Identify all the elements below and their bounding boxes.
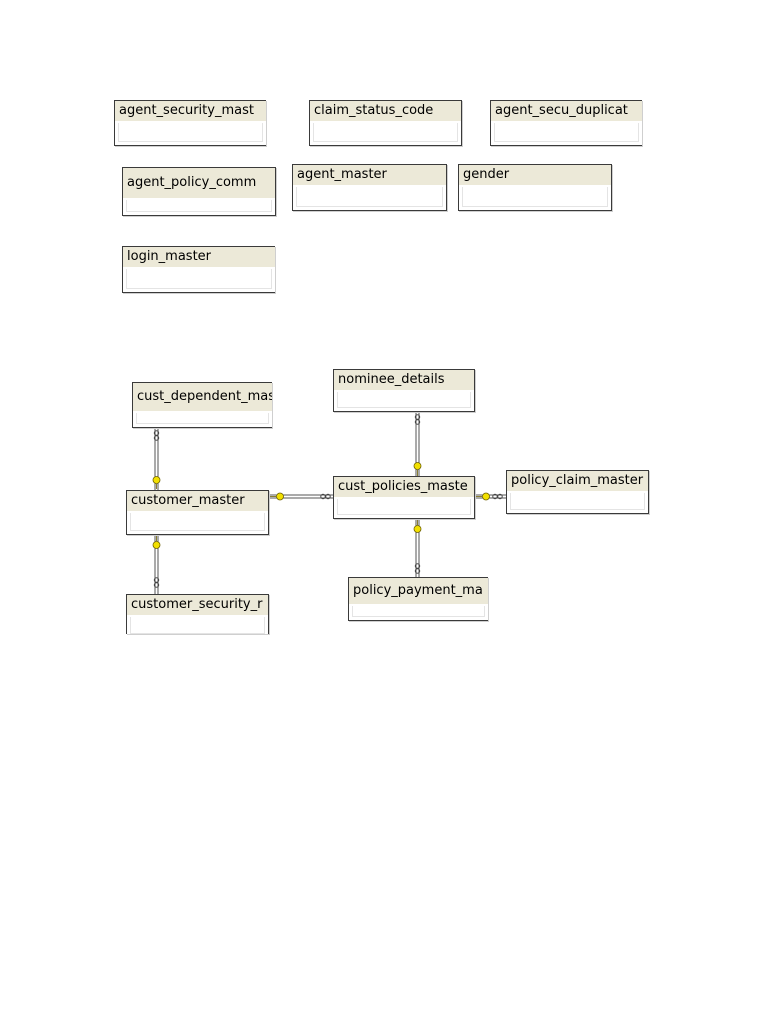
table-title: nominee_details: [334, 370, 474, 390]
table-policy-claim-master[interactable]: policy_claim_master: [506, 470, 649, 514]
table-title: cust_dependent_mas: [133, 383, 272, 411]
infinity-icon: [414, 563, 421, 574]
table-nominee-details[interactable]: nominee_details: [333, 369, 475, 412]
table-title: cust_policies_maste: [334, 477, 474, 497]
table-title: agent_master: [293, 165, 446, 185]
key-icon: [270, 492, 284, 501]
table-login-master[interactable]: login_master: [122, 246, 275, 293]
table-claim-status-code[interactable]: claim_status_code: [309, 100, 462, 146]
table-title: claim_status_code: [310, 101, 461, 121]
key-icon: [476, 492, 490, 501]
table-agent-security-master[interactable]: agent_security_mast: [114, 100, 266, 146]
table-agent-secu-duplicate[interactable]: agent_secu_duplicat: [490, 100, 642, 146]
key-icon: [413, 519, 422, 533]
infinity-icon: [153, 430, 160, 441]
table-cust-policies-master[interactable]: cust_policies_maste: [333, 476, 475, 519]
table-title: agent_secu_duplicat: [491, 101, 642, 121]
key-icon: [152, 476, 161, 489]
table-title: policy_claim_master: [507, 471, 648, 491]
table-customer-security-master[interactable]: customer_security_r: [126, 594, 269, 634]
table-cust-dependent-master[interactable]: cust_dependent_mas: [132, 382, 272, 428]
table-gender[interactable]: gender: [458, 164, 612, 211]
table-title: agent_security_mast: [115, 101, 266, 121]
table-agent-policy-comm[interactable]: agent_policy_comm: [122, 167, 276, 216]
table-policy-payment-master[interactable]: policy_payment_ma: [348, 577, 488, 621]
table-title: agent_policy_comm: [123, 168, 275, 198]
key-icon: [152, 536, 161, 549]
infinity-icon: [320, 493, 331, 500]
table-agent-master[interactable]: agent_master: [292, 164, 447, 211]
infinity-icon: [414, 414, 421, 425]
key-icon: [413, 462, 422, 476]
infinity-icon: [153, 577, 160, 588]
table-title: customer_security_r: [127, 595, 268, 615]
infinity-icon: [492, 493, 503, 500]
table-title: login_master: [123, 247, 275, 267]
table-title: gender: [459, 165, 611, 185]
table-title: customer_master: [127, 491, 268, 511]
table-customer-master[interactable]: customer_master: [126, 490, 269, 535]
table-title: policy_payment_ma: [349, 578, 488, 604]
